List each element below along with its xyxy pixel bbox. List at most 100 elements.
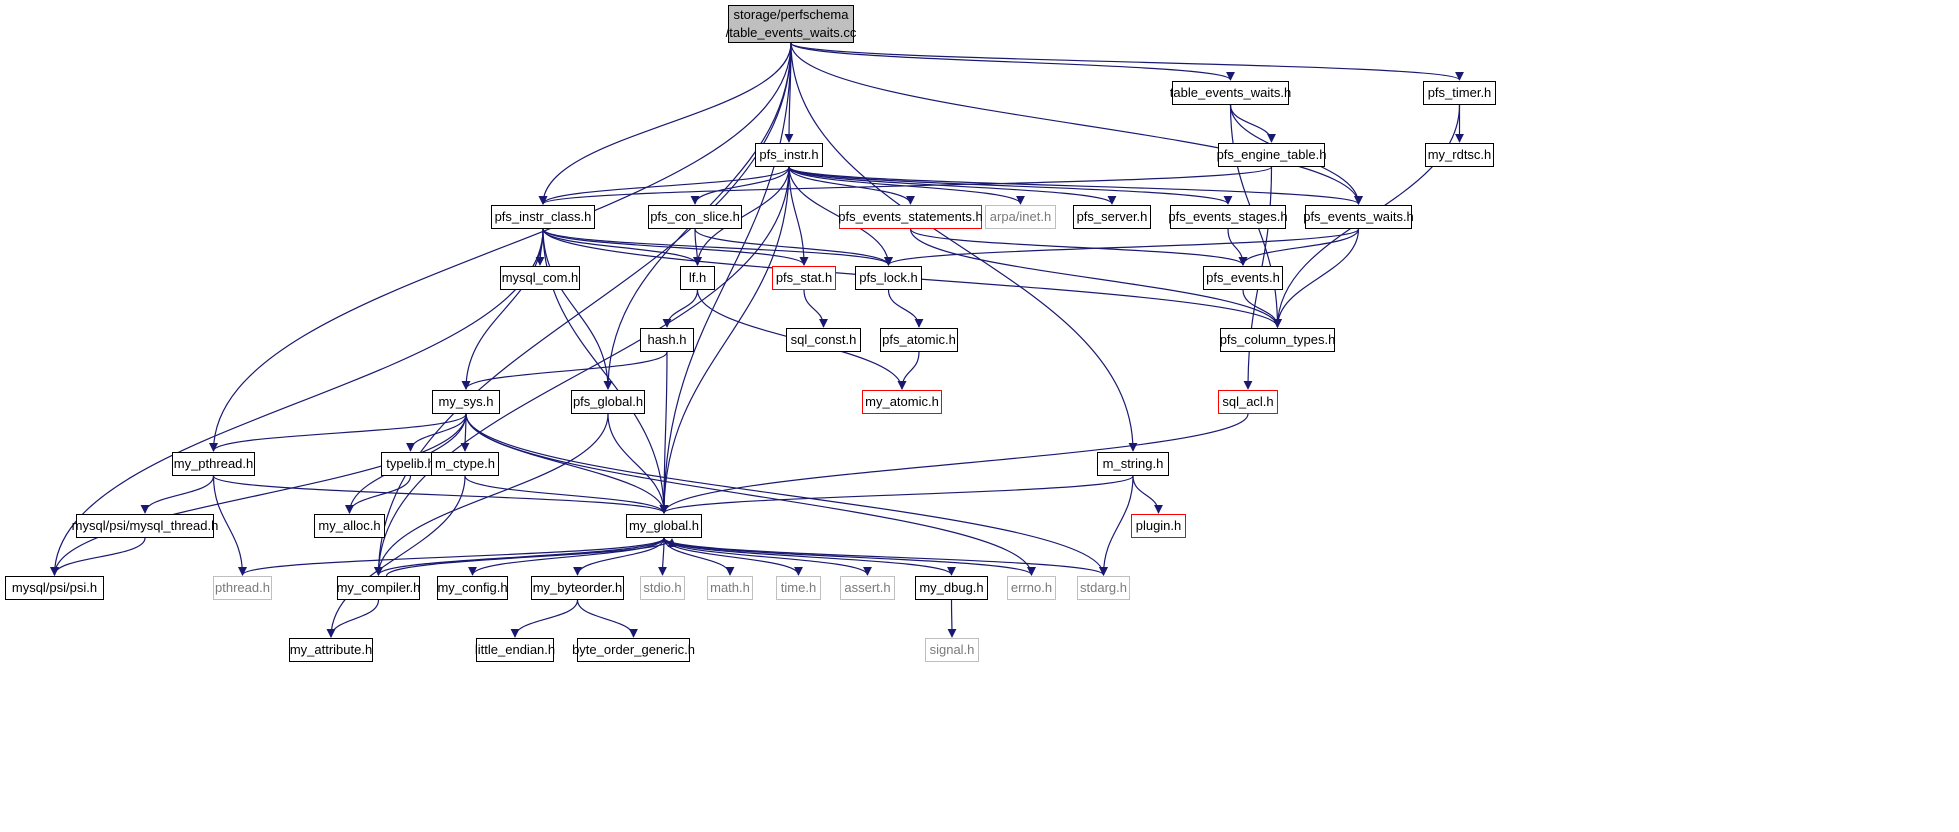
edge-m-ctype-to-my-global (464, 475, 669, 514)
node-label: pfs_engine_table.h (1216, 147, 1327, 163)
edge-my-sys-to-my-pthread (209, 413, 467, 452)
edge-root-to-m-string (790, 42, 1138, 452)
node-time[interactable]: time.h (776, 576, 821, 600)
edge-my-sys-to-errno (465, 413, 1036, 576)
edge-my-global-to-errno (663, 537, 1036, 576)
node-m-ctype[interactable]: m_ctype.h (431, 452, 499, 476)
node-my-byteorder[interactable]: my_byteorder.h (531, 576, 624, 600)
node-my-alloc[interactable]: my_alloc.h (314, 514, 385, 538)
node-my-compiler[interactable]: my_compiler.h (337, 576, 420, 600)
node-label: my_alloc.h (318, 518, 381, 534)
edge-typelib-to-my-alloc (345, 475, 412, 514)
node-little-endian[interactable]: little_endian.h (475, 638, 555, 662)
edge-my-global-to-my-byteorder (573, 537, 665, 576)
node-label: pfs_atomic.h (882, 332, 956, 348)
node-psi[interactable]: mysql/psi/psi.h (5, 576, 104, 600)
node-signal[interactable]: signal.h (925, 638, 979, 662)
node-label: my_dbug.h (919, 580, 984, 596)
node-my-pthread[interactable]: my_pthread.h (172, 452, 255, 476)
node-sql-acl[interactable]: sql_acl.h (1218, 390, 1278, 414)
node-typelib[interactable]: typelib.h (381, 452, 440, 476)
node-label: typelib.h (386, 456, 435, 472)
node-my-dbug[interactable]: my_dbug.h (915, 576, 988, 600)
edge-pfs-instr-class-to-pfs-lock (542, 228, 893, 266)
node-my-sys[interactable]: my_sys.h (432, 390, 500, 414)
edge-pfs-atomic-to-my-atomic (897, 351, 920, 390)
node-pfs-events-statements[interactable]: pfs_events_statements.h (838, 205, 983, 229)
node-my-atomic[interactable]: my_atomic.h (862, 390, 942, 414)
node-lf[interactable]: lf.h (680, 266, 715, 290)
node-plugin[interactable]: plugin.h (1131, 514, 1186, 538)
edge-m-string-to-stdarg (1099, 475, 1134, 576)
node-label: errno.h (1010, 580, 1053, 596)
node-root-label-line: /table_events_waits.cc (725, 25, 857, 40)
node-pthread[interactable]: pthread.h (213, 576, 272, 600)
node-root[interactable]: storage/perfschema/table_events_waits.cc (725, 5, 857, 43)
edge-my-pthread-to-pthread (212, 475, 247, 576)
edge-sql-acl-to-my-global (659, 413, 1249, 514)
node-label: plugin.h (1135, 518, 1182, 534)
node-pfs-events[interactable]: pfs_events.h (1203, 266, 1283, 290)
node-my-attribute[interactable]: my_attribute.h (289, 638, 373, 662)
edge-root-to-tew-h (790, 42, 1235, 81)
node-pfs-con-slice[interactable]: pfs_con_slice.h (648, 205, 742, 229)
node-math[interactable]: math.h (707, 576, 753, 600)
edge-my-global-to-stdio (658, 537, 668, 576)
node-pfs-events-waits[interactable]: pfs_events_waits.h (1303, 205, 1414, 229)
node-assert[interactable]: assert.h (840, 576, 895, 600)
node-stdarg[interactable]: stdarg.h (1077, 576, 1130, 600)
node-label: math.h (710, 580, 750, 596)
node-mysql-thread[interactable]: mysql/psi/mysql_thread.h (72, 514, 218, 538)
node-pfs-server[interactable]: pfs_server.h (1073, 205, 1151, 229)
node-label: signal.h (929, 642, 975, 658)
node-byte-order-generic[interactable]: byte_order_generic.h (572, 638, 695, 662)
node-pfs-instr-class[interactable]: pfs_instr_class.h (491, 205, 595, 229)
node-label: hash.h (647, 332, 687, 348)
node-pfs-events-stages[interactable]: pfs_events_stages.h (1168, 205, 1288, 229)
node-label: pfs_con_slice.h (650, 209, 740, 225)
node-hash[interactable]: hash.h (640, 328, 694, 352)
node-label: byte_order_generic.h (572, 642, 695, 658)
edge-pfs-stat-to-sql-const (803, 289, 828, 328)
node-pfs-column-types[interactable]: pfs_column_types.h (1220, 328, 1335, 352)
edge-pfs-instr-class-to-my-sys (461, 228, 544, 390)
edge-my-byteorder-to-byte-order-generic (576, 599, 638, 638)
edge-my-sys-to-typelib (406, 413, 467, 452)
node-sql-const[interactable]: sql_const.h (786, 328, 861, 352)
node-pfs-timer[interactable]: pfs_timer.h (1423, 81, 1496, 105)
node-errno[interactable]: errno.h (1007, 576, 1056, 600)
node-my-rdtsc[interactable]: my_rdtsc.h (1425, 143, 1494, 167)
node-label: pfs_events_waits.h (1303, 209, 1414, 225)
edge-pfs-instr-class-to-pfs-global (542, 228, 613, 390)
node-pfs-lock[interactable]: pfs_lock.h (855, 266, 922, 290)
node-pfs-atomic[interactable]: pfs_atomic.h (880, 328, 958, 352)
edge-my-compiler-to-my-attribute (326, 599, 380, 638)
node-mysql-com[interactable]: mysql_com.h (500, 266, 580, 290)
edge-pfs-events-statements-to-pfs-column-types (909, 228, 1282, 328)
node-tew-h[interactable]: table_events_waits.h (1170, 81, 1291, 105)
node-label: pthread.h (215, 580, 270, 596)
edge-pfs-con-slice-to-pfs-lock (694, 228, 893, 266)
node-my-global[interactable]: my_global.h (626, 514, 702, 538)
edge-pfs-events-waits-to-pfs-column-types (1273, 228, 1360, 328)
node-label: assert.h (844, 580, 891, 596)
node-my-config[interactable]: my_config.h (437, 576, 508, 600)
node-pfs-engine-table[interactable]: pfs_engine_table.h (1216, 143, 1327, 167)
edge-pfs-instr-to-pfs-stat (788, 166, 809, 266)
edge-pfs-instr-to-lf (693, 166, 790, 266)
edge-pfs-instr-to-pfs-lock (788, 166, 893, 266)
node-label: my_sys.h (438, 394, 494, 410)
edge-pfs-instr-to-pfs-events-statements (788, 166, 915, 205)
node-pfs-instr[interactable]: pfs_instr.h (755, 143, 823, 167)
node-pfs-stat[interactable]: pfs_stat.h (772, 266, 836, 290)
node-label: pfs_events.h (1206, 270, 1280, 286)
node-label: stdarg.h (1080, 580, 1127, 596)
node-pfs-global[interactable]: pfs_global.h (571, 390, 645, 414)
node-label: pfs_stat.h (775, 270, 833, 286)
node-m-string[interactable]: m_string.h (1097, 452, 1169, 476)
edge-root-to-my-pthread (209, 42, 792, 452)
node-arpa-inet[interactable]: arpa/inet.h (985, 205, 1056, 229)
node-stdio[interactable]: stdio.h (640, 576, 685, 600)
edge-m-string-to-plugin (1132, 475, 1163, 514)
